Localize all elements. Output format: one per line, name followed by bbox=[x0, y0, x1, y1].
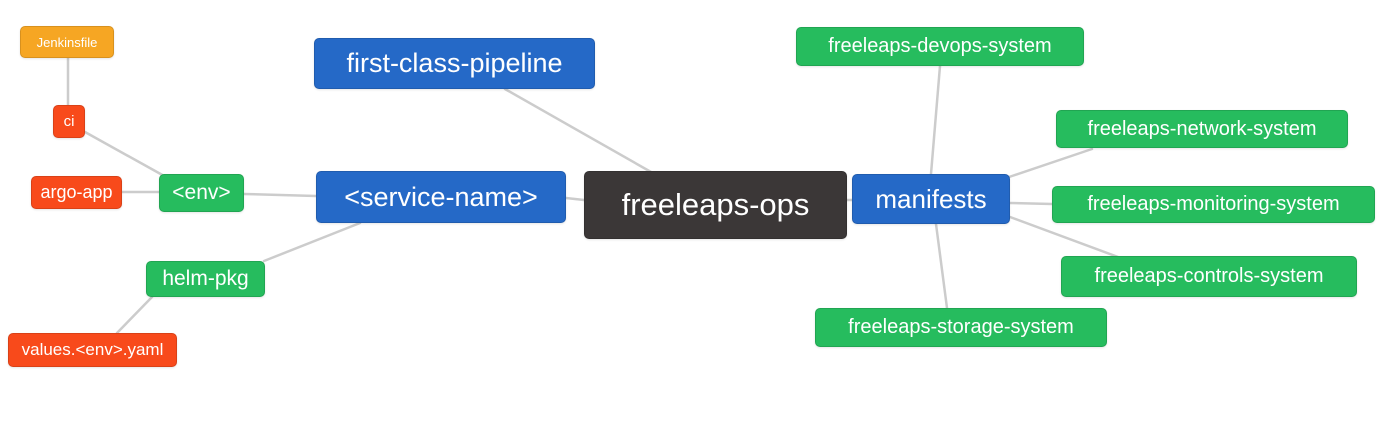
edge-manifests-controls bbox=[1008, 215, 1120, 259]
node-values-env-yaml[interactable]: values.<env>.yaml bbox=[8, 333, 177, 367]
node-freeleaps-network-system[interactable]: freeleaps-network-system bbox=[1056, 110, 1348, 148]
node-helm-pkg[interactable]: helm-pkg bbox=[146, 261, 265, 297]
edge-first-class-pipeline-ops bbox=[503, 87, 653, 174]
edge-service-name-ops bbox=[564, 196, 586, 202]
node-freeleaps-devops-system[interactable]: freeleaps-devops-system bbox=[796, 27, 1084, 66]
node-freeleaps-storage-system[interactable]: freeleaps-storage-system bbox=[815, 308, 1107, 347]
edge-env-service-name bbox=[242, 192, 318, 198]
node-argo-app[interactable]: argo-app bbox=[31, 176, 122, 209]
node-freeleaps-ops-root[interactable]: freeleaps-ops bbox=[584, 171, 847, 239]
node-first-class-pipeline[interactable]: first-class-pipeline bbox=[314, 38, 595, 89]
node-service-name[interactable]: <service-name> bbox=[316, 171, 566, 223]
node-manifests[interactable]: manifests bbox=[852, 174, 1010, 224]
edge-service-name-helm-pkg bbox=[262, 221, 362, 263]
node-env[interactable]: <env> bbox=[159, 174, 244, 212]
edge-manifests-storage bbox=[934, 222, 949, 310]
edge-manifests-network bbox=[1007, 147, 1094, 179]
node-ci[interactable]: ci bbox=[53, 105, 85, 138]
edge-manifests-monitoring bbox=[1008, 201, 1054, 206]
edge-helm-pkg-values bbox=[115, 295, 154, 335]
edge-ci-env bbox=[83, 130, 168, 179]
node-freeleaps-controls-system[interactable]: freeleaps-controls-system bbox=[1061, 256, 1357, 297]
edge-manifests-devops bbox=[929, 64, 942, 176]
node-jenkinsfile[interactable]: Jenkinsfile bbox=[20, 26, 114, 58]
node-freeleaps-monitoring-system[interactable]: freeleaps-monitoring-system bbox=[1052, 186, 1375, 223]
